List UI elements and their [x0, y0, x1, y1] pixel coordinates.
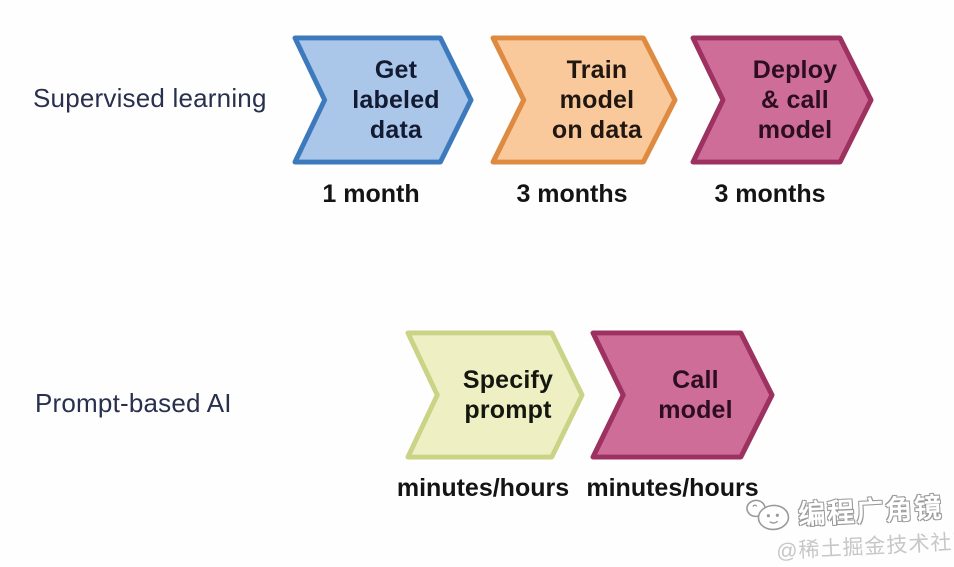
duration-label: minutes/hours: [586, 474, 759, 502]
chevron-shape: [590, 330, 775, 460]
chevron-shape: [405, 330, 585, 460]
chevron-shape: [490, 35, 678, 165]
chevron-specify-prompt: Specify prompt: [405, 330, 585, 460]
chevron-shape-svg: [590, 330, 775, 460]
chevron-shape: [690, 35, 874, 165]
duration-label: minutes/hours: [396, 474, 570, 502]
chevron-shape-svg: [292, 35, 474, 165]
speech-bubble-face-icon: [746, 499, 790, 530]
chevron-train-model-on-data: Train model on data: [490, 35, 678, 165]
chevron-label: Deploy & call model: [752, 56, 838, 144]
chevron-label: Specify prompt: [462, 366, 554, 424]
row-label-supervised-learning: Supervised learning: [33, 83, 267, 113]
chevron-shape-svg: [490, 35, 678, 165]
watermark: 编程广角镜 @稀土掘金技术社区: [743, 484, 954, 567]
chevron-label: Get labeled data: [352, 56, 440, 144]
chevron-shape: [292, 35, 474, 165]
duration-label: 3 months: [714, 180, 826, 208]
chevron-deploy-call-model: Deploy & call model: [690, 35, 874, 165]
chevron-shape-svg: [690, 35, 874, 165]
chevron-label: Call model: [658, 366, 733, 424]
chevron-get-labeled-data: Get labeled data: [292, 35, 474, 165]
chevron-label: Train model on data: [551, 56, 643, 144]
duration-label: 1 month: [322, 180, 420, 208]
chevron-call-model: Call model: [590, 330, 775, 460]
row-label-prompt-based-ai: Prompt-based AI: [35, 388, 232, 418]
chevron-shape-svg: [405, 330, 585, 460]
duration-label: 3 months: [516, 180, 628, 208]
watermark-brand-text: 编程广角镜: [797, 492, 944, 531]
